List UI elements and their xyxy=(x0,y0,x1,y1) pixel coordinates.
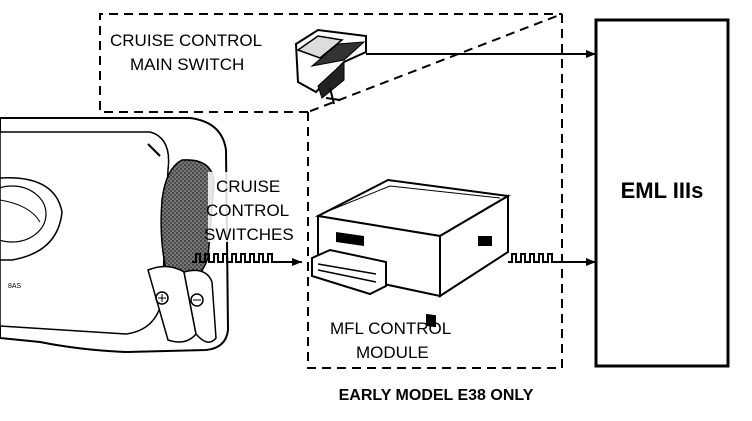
caption: EARLY MODEL E38 ONLY xyxy=(339,387,534,404)
steering-wheel-illustration: 8AS xyxy=(0,117,230,354)
main-switch-dashed-boundary xyxy=(99,13,562,113)
pulse-signal-wheel-to-module xyxy=(192,253,302,266)
main-switch-illustration xyxy=(294,28,367,105)
eml-box xyxy=(594,18,730,368)
mfl-module-illustration xyxy=(311,178,512,328)
module-label-line1: MFL CONTROL xyxy=(330,319,451,338)
wheel-small-text: 8AS xyxy=(8,283,22,290)
early-model-dashed-boundary xyxy=(307,12,563,369)
main-switch-label-line1: CRUISE CONTROL xyxy=(110,31,262,50)
switches-label-line3: SWITCHES xyxy=(204,225,294,244)
module-label-line2: MODULE xyxy=(356,343,429,362)
wheel-button-icon xyxy=(190,293,204,307)
pulse-signal-module-to-eml xyxy=(508,253,596,266)
switches-label-line2: CONTROL xyxy=(206,201,289,220)
eml-label: EML IIIs xyxy=(621,178,704,203)
wheel-button-icon xyxy=(155,291,169,305)
switches-label-line1: CRUISE xyxy=(216,177,280,196)
main-switch-label-line2: MAIN SWITCH xyxy=(130,55,244,74)
